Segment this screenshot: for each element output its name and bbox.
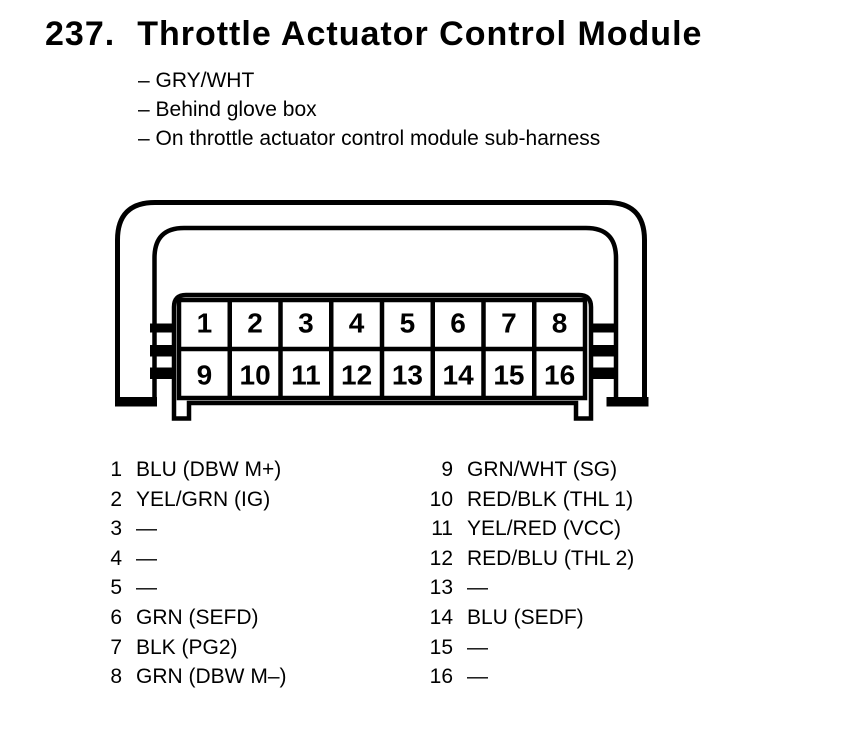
pin-number: 11 bbox=[431, 517, 453, 541]
pin-cell-number: 3 bbox=[298, 308, 314, 339]
pin-number: 5 bbox=[110, 576, 122, 600]
pin-number: 2 bbox=[110, 487, 122, 511]
mount-tab-bar bbox=[150, 323, 176, 333]
pin-number: 13 bbox=[429, 576, 453, 600]
pin-label: GRN (SEFD) bbox=[136, 605, 259, 629]
pin-cell-number: 12 bbox=[341, 360, 372, 391]
pin-label: — bbox=[136, 546, 157, 570]
pin-label: GRN/WHT (SG) bbox=[467, 458, 618, 481]
pin-row: 6 GRN (SEFD) bbox=[98, 603, 287, 633]
section-number: 237. bbox=[45, 15, 116, 53]
pin-row: 5— bbox=[98, 573, 287, 603]
pin-number: 8 bbox=[110, 665, 122, 689]
mount-tabs-right bbox=[589, 323, 618, 379]
pin-row: 11 YEL/RED (VCC) bbox=[419, 514, 634, 544]
page-title: Throttle Actuator Control Module bbox=[137, 15, 703, 53]
pin-cell-number: 14 bbox=[443, 360, 475, 391]
bail-cap-left bbox=[115, 397, 157, 407]
pin-number: 12 bbox=[429, 546, 453, 570]
pin-row: 12 RED/BLU (THL 2) bbox=[419, 544, 635, 574]
pin-row: 10 RED/BLK (THL 1) bbox=[419, 485, 634, 515]
pin-number: 16 bbox=[429, 665, 453, 689]
pin-cell-number: 15 bbox=[493, 360, 524, 391]
pin-label: — bbox=[136, 517, 157, 541]
pin-list-right: 9 GRN/WHT (SG) 10 RED/BLK (THL 1) 11 YEL/RE… bbox=[419, 455, 635, 692]
pin-cell-number: 2 bbox=[247, 308, 263, 339]
connector-outer-shell bbox=[115, 200, 647, 401]
pin-cell-number: 7 bbox=[501, 308, 517, 339]
pin-number: 9 bbox=[441, 458, 453, 481]
pin-label: — bbox=[467, 665, 488, 689]
pin-row: 4— bbox=[98, 544, 287, 574]
note-wire-color: – GRY/WHT bbox=[138, 69, 255, 92]
pin-row: 8 GRN (DBW M–) bbox=[98, 662, 287, 692]
mount-tabs-left bbox=[150, 323, 176, 379]
pin-cell-number: 1 bbox=[197, 308, 213, 339]
pin-label: — bbox=[136, 576, 157, 600]
pin-number: 1 bbox=[110, 458, 122, 481]
mount-tab-bar bbox=[589, 367, 618, 379]
pin-row: 2 YEL/GRN (IG) bbox=[98, 485, 287, 515]
pin-number: 6 bbox=[110, 605, 122, 629]
pin-number: 7 bbox=[110, 635, 122, 659]
notes-list: – GRY/WHT – Behind glove box – On thrott… bbox=[138, 66, 600, 153]
pin-cell-number: 10 bbox=[240, 360, 271, 391]
pin-cell-number: 9 bbox=[197, 360, 213, 391]
pin-label: RED/BLK (THL 1) bbox=[467, 487, 634, 511]
note-location: – Behind glove box bbox=[138, 98, 317, 121]
pin-label: BLU (SEDF) bbox=[467, 605, 584, 629]
bail-cap-right bbox=[606, 397, 649, 407]
pin-cell-number: 13 bbox=[392, 360, 423, 391]
pin-grid bbox=[176, 297, 588, 401]
pin-row: 16 — bbox=[419, 662, 634, 692]
section-header: 237. Throttle Actuator Control Module bbox=[45, 15, 702, 53]
connector-diagram: 1 2 3 4 5 6 7 8 9 10 11 12 13 14 15 16 bbox=[115, 200, 649, 421]
pin-number: 3 bbox=[110, 517, 122, 541]
pin-row: 7 BLK (PG2) bbox=[98, 633, 287, 663]
pin-label: BLU (DBW M+) bbox=[136, 458, 282, 481]
mount-tab-bar bbox=[150, 345, 176, 357]
mount-tab-bar bbox=[589, 345, 618, 357]
pin-number: 10 bbox=[429, 487, 453, 511]
pin-number: 4 bbox=[110, 546, 122, 570]
pin-cell-numbers: 1 2 3 4 5 6 7 8 9 10 11 12 13 14 15 16 bbox=[197, 308, 576, 391]
pin-label: GRN (DBW M–) bbox=[136, 665, 287, 689]
pin-row: 3— bbox=[98, 514, 287, 544]
pin-row: 1 BLU (DBW M+) bbox=[98, 455, 287, 485]
pin-label: YEL/GRN (IG) bbox=[136, 487, 271, 511]
pin-cell-number: 16 bbox=[544, 360, 575, 391]
pin-cell-number: 8 bbox=[552, 308, 568, 339]
pin-row: 14 BLU (SEDF) bbox=[419, 603, 634, 633]
pin-cell-number: 4 bbox=[349, 308, 365, 339]
pin-label: BLK (PG2) bbox=[136, 635, 238, 659]
pin-label: RED/BLU (THL 2) bbox=[467, 546, 635, 570]
pin-cell-number: 6 bbox=[450, 308, 466, 339]
note-harness: – On throttle actuator control module su… bbox=[138, 127, 601, 150]
pin-number: 15 bbox=[429, 635, 453, 659]
connector-inner-shell bbox=[152, 225, 619, 401]
pin-label: — bbox=[467, 576, 488, 600]
pin-cell-number: 11 bbox=[291, 360, 321, 391]
pin-number: 14 bbox=[429, 605, 453, 629]
mount-tab-bar bbox=[589, 323, 618, 333]
mount-tab-bar bbox=[150, 367, 176, 379]
pin-row: 15 — bbox=[419, 633, 634, 663]
pin-row: 13 — bbox=[419, 573, 634, 603]
pin-label: YEL/RED (VCC) bbox=[467, 517, 622, 541]
pin-label: — bbox=[467, 635, 488, 659]
pin-cell-number: 5 bbox=[400, 308, 416, 339]
pin-row: 9 GRN/WHT (SG) bbox=[419, 455, 634, 485]
